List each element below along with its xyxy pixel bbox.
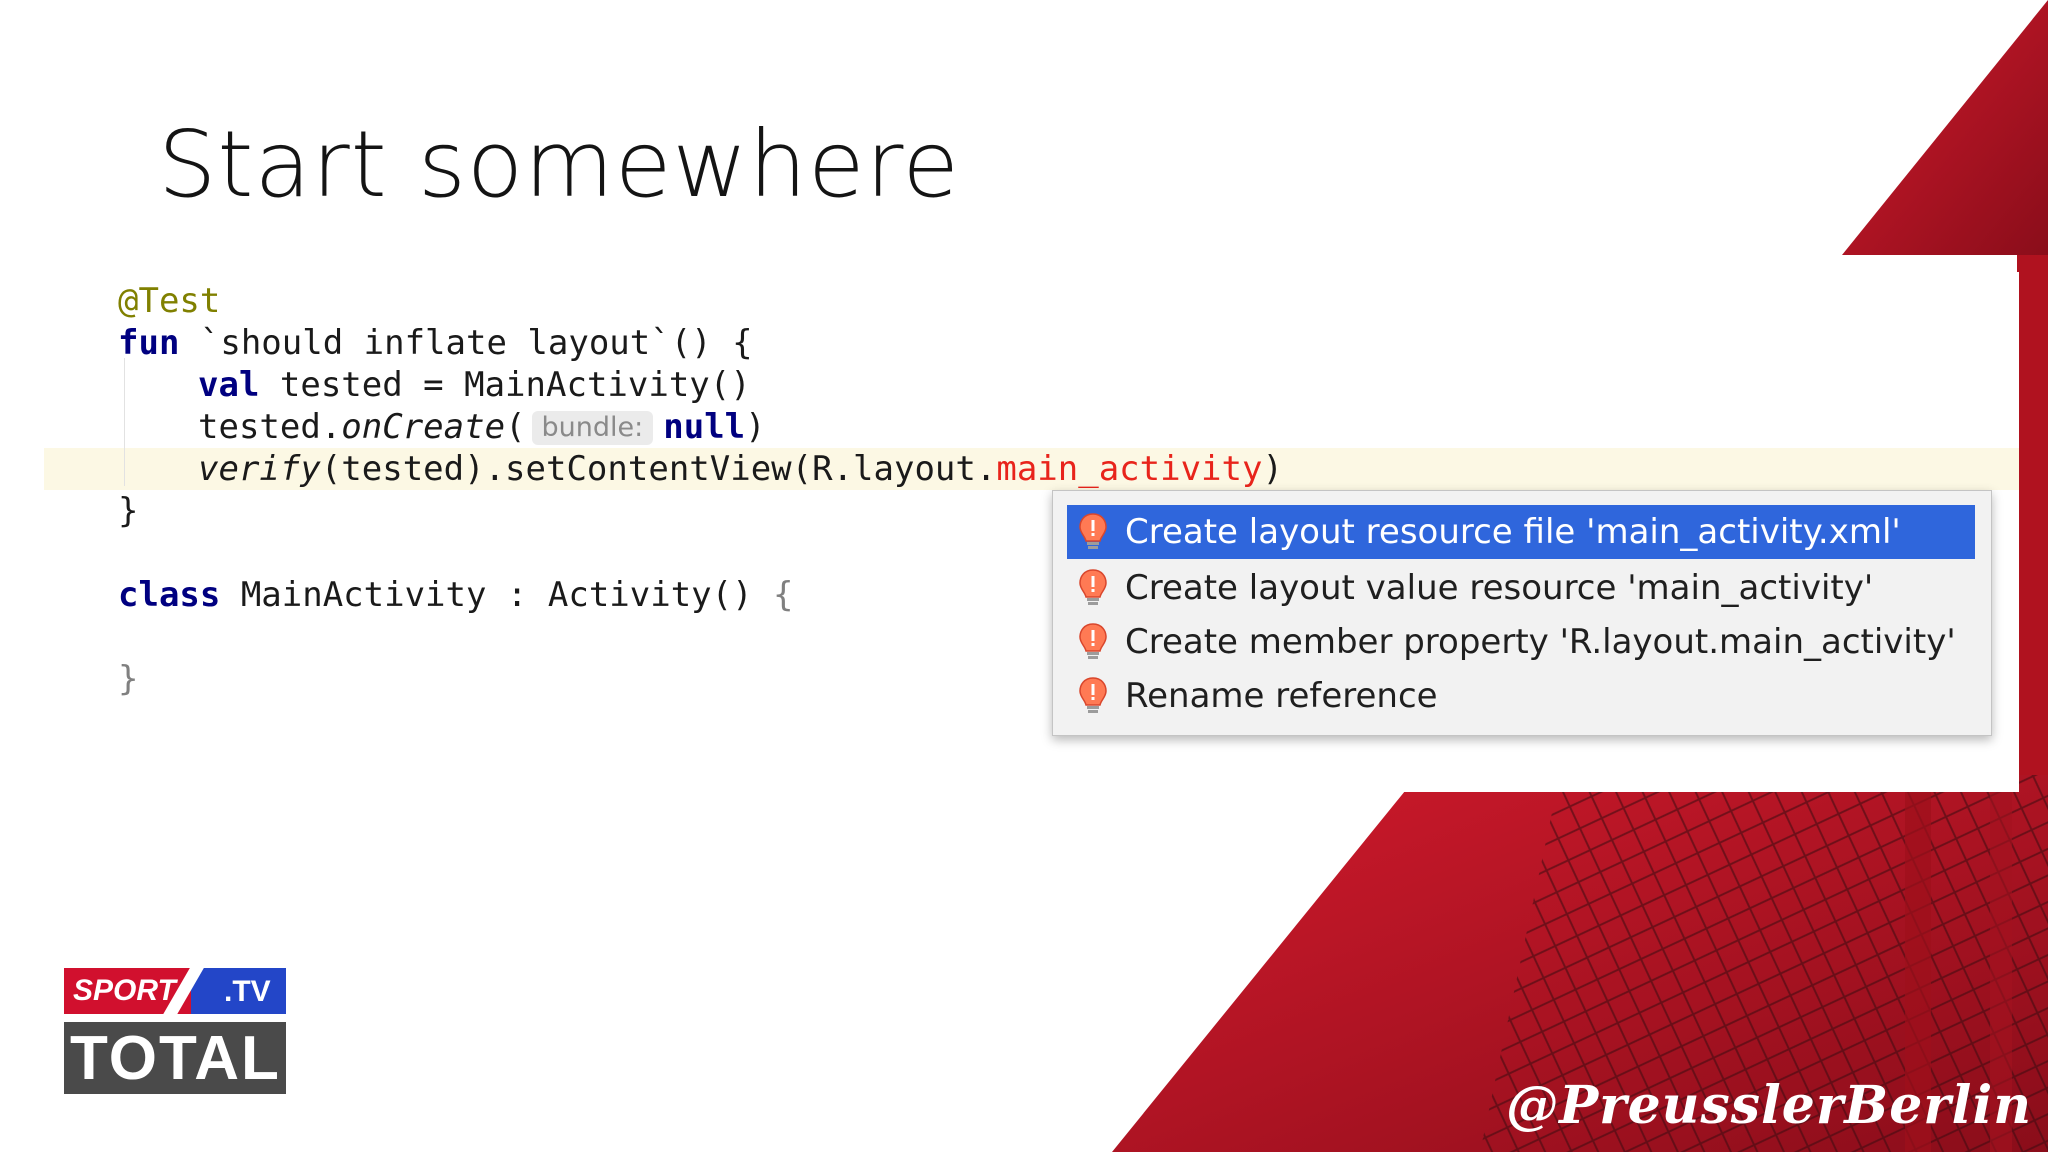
logo-total-text: TOTAL — [70, 1024, 281, 1093]
verify-call: verify — [198, 449, 321, 489]
keyword-val: val — [198, 365, 260, 405]
class-declaration: MainActivity : Activity() — [220, 575, 774, 615]
class-close-brace: } — [118, 659, 139, 699]
unresolved-reference[interactable]: main_activity — [996, 449, 1263, 489]
quick-fix-label: Create layout resource file 'main_activi… — [1125, 512, 1901, 552]
call-close-paren: ) — [745, 407, 766, 447]
quick-fix-label: Create member property 'R.layout.main_ac… — [1125, 622, 1956, 662]
class-open-brace: { — [773, 575, 794, 615]
quick-fix-popup: Create layout resource file 'main_activi… — [1052, 490, 1992, 736]
quick-fix-label: Rename reference — [1125, 676, 1438, 716]
code-line-6: } — [118, 490, 138, 532]
logo-sport-text: SPORT — [73, 974, 176, 1007]
sport-tv-total-logo: SPORT .TV TOTAL — [64, 964, 286, 1094]
set-content-view-call: (tested).setContentView(R.layout. — [320, 449, 997, 489]
logo-tv-bar — [191, 968, 286, 1014]
logo-tv-text: .TV — [224, 975, 271, 1008]
error-bulb-icon — [1079, 569, 1107, 605]
keyword-fun: fun — [118, 323, 180, 363]
error-bulb-icon — [1079, 513, 1107, 549]
logo-total-bar — [64, 1022, 286, 1094]
parameter-hint: bundle: — [531, 411, 654, 445]
indent-guide — [124, 358, 125, 486]
function-close-brace: } — [118, 491, 139, 531]
verify-close-paren: ) — [1262, 449, 1283, 489]
twitter-handle: @PreusslerBerlin — [1506, 1075, 2032, 1136]
keyword-null: null — [663, 407, 746, 447]
function-signature: `should inflate layout`() { — [179, 323, 753, 363]
code-line-3: val tested = MainActivity() — [198, 364, 751, 406]
quick-fix-label: Create layout value resource 'main_activ… — [1125, 568, 1874, 608]
quick-fix-item-create-member-property[interactable]: Create member property 'R.layout.main_ac… — [1067, 615, 1975, 669]
call-receiver: tested. — [198, 407, 342, 447]
oncreate-call: onCreate — [341, 407, 506, 447]
error-bulb-icon — [1079, 623, 1107, 659]
quick-fix-item-rename-reference[interactable]: Rename reference — [1067, 669, 1975, 723]
error-bulb-icon — [1079, 677, 1107, 713]
code-line-4: tested.onCreate(bundle: null) — [198, 406, 766, 448]
call-open-paren: ( — [505, 407, 526, 447]
code-line-1: @Test — [118, 280, 220, 322]
code-line-10: } — [118, 658, 138, 700]
test-annotation: @Test — [118, 281, 221, 321]
current-line-highlight — [44, 448, 2019, 490]
code-line-2: fun `should inflate layout`() { — [118, 322, 753, 364]
quick-fix-item-create-layout-file[interactable]: Create layout resource file 'main_activi… — [1067, 505, 1975, 559]
code-line-8: class MainActivity : Activity() { — [118, 574, 794, 616]
keyword-class: class — [118, 575, 221, 615]
code-line-5: verify(tested).setContentView(R.layout.m… — [198, 448, 1283, 490]
quick-fix-item-create-layout-value[interactable]: Create layout value resource 'main_activ… — [1067, 561, 1975, 615]
val-declaration: tested = MainActivity() — [259, 365, 751, 405]
slide-title: Start somewhere — [158, 111, 960, 218]
